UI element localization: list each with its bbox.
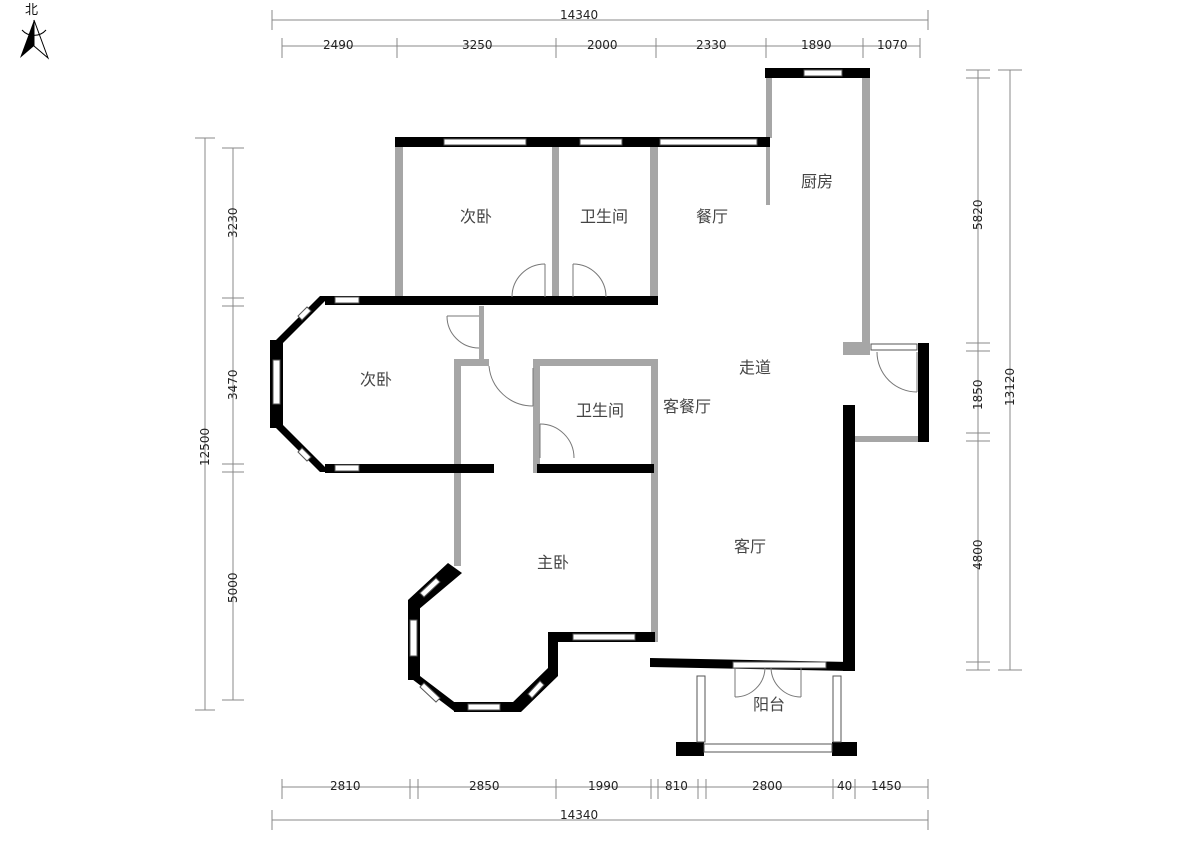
bottom-dimension: 40 xyxy=(837,779,852,793)
door-swing-icon xyxy=(511,263,546,298)
room-label-dining: 餐厅 xyxy=(696,207,728,226)
top-dimension: 2490 xyxy=(323,38,354,52)
window xyxy=(659,138,758,146)
bottom-total-dimension: 14340 xyxy=(560,808,598,822)
window xyxy=(703,743,833,753)
window xyxy=(579,138,623,146)
interior-walls xyxy=(395,78,920,642)
north-compass: 北 xyxy=(20,3,50,60)
room-labels: 次卧 卫生间 餐厅 厨房 次卧 走道 客餐厅 卫生间 主卧 客厅 阳台 xyxy=(360,172,833,714)
doors xyxy=(446,263,918,698)
window xyxy=(334,296,360,304)
room-label-living-room: 客厅 xyxy=(734,537,766,556)
window xyxy=(732,661,827,669)
top-dimension: 1890 xyxy=(801,38,832,52)
right-dimension: 5820 xyxy=(971,199,985,230)
window xyxy=(527,680,545,699)
bottom-dimension: 810 xyxy=(665,779,688,793)
bottom-dimension: 2800 xyxy=(752,779,783,793)
window xyxy=(419,682,441,703)
compass-arrow-icon xyxy=(20,20,34,58)
right-dimension: 1850 xyxy=(971,379,985,410)
right-total-dimension: 13120 xyxy=(1003,368,1017,406)
left-dimension: 3230 xyxy=(226,207,240,238)
right-dimension: 4800 xyxy=(971,539,985,570)
top-dimension-lines xyxy=(271,10,929,58)
bottom-dimension: 1450 xyxy=(871,779,902,793)
room-label-living-dining: 客餐厅 xyxy=(663,397,711,416)
window xyxy=(803,69,843,77)
left-dimension: 3470 xyxy=(226,369,240,400)
window xyxy=(572,633,636,641)
window xyxy=(334,464,360,472)
room-label-bedroom-north: 次卧 xyxy=(460,207,492,226)
window xyxy=(297,447,312,462)
window xyxy=(297,306,312,321)
bottom-dimension: 2810 xyxy=(330,779,361,793)
top-dimension: 1070 xyxy=(877,38,908,52)
window xyxy=(467,703,501,711)
window xyxy=(870,343,918,351)
door-swing-icon xyxy=(876,351,918,393)
left-dimension-lines xyxy=(195,137,244,711)
room-label-corridor: 走道 xyxy=(739,358,771,377)
window xyxy=(443,138,527,146)
window xyxy=(696,675,706,743)
door-swing-icon xyxy=(488,365,534,407)
left-dimension: 5000 xyxy=(226,572,240,603)
door-swing-icon xyxy=(539,423,575,459)
room-label-bathroom-middle: 卫生间 xyxy=(576,401,624,420)
bottom-dimension-lines xyxy=(271,779,929,830)
room-label-balcony: 阳台 xyxy=(753,695,785,714)
windows xyxy=(272,69,918,753)
top-dimension: 3250 xyxy=(462,38,493,52)
compass-label: 北 xyxy=(25,3,38,18)
window xyxy=(419,577,441,598)
top-total-dimension: 14340 xyxy=(560,8,598,22)
room-label-bathroom-north: 卫生间 xyxy=(580,207,628,226)
left-total-dimension: 12500 xyxy=(198,428,212,466)
door-swing-icon xyxy=(446,315,480,349)
top-dimension: 2000 xyxy=(587,38,618,52)
right-dimension-lines xyxy=(966,69,1022,671)
room-label-kitchen: 厨房 xyxy=(801,172,833,191)
window xyxy=(832,675,842,743)
bottom-dimension: 2850 xyxy=(469,779,500,793)
balcony-door-icon xyxy=(734,667,802,698)
bottom-dimension: 1990 xyxy=(588,779,619,793)
window xyxy=(272,359,281,405)
window xyxy=(409,619,418,657)
room-label-master-bedroom: 主卧 xyxy=(537,553,569,572)
top-dimension: 2330 xyxy=(696,38,727,52)
room-label-bedroom-west: 次卧 xyxy=(360,370,392,389)
door-swing-icon xyxy=(572,263,607,298)
